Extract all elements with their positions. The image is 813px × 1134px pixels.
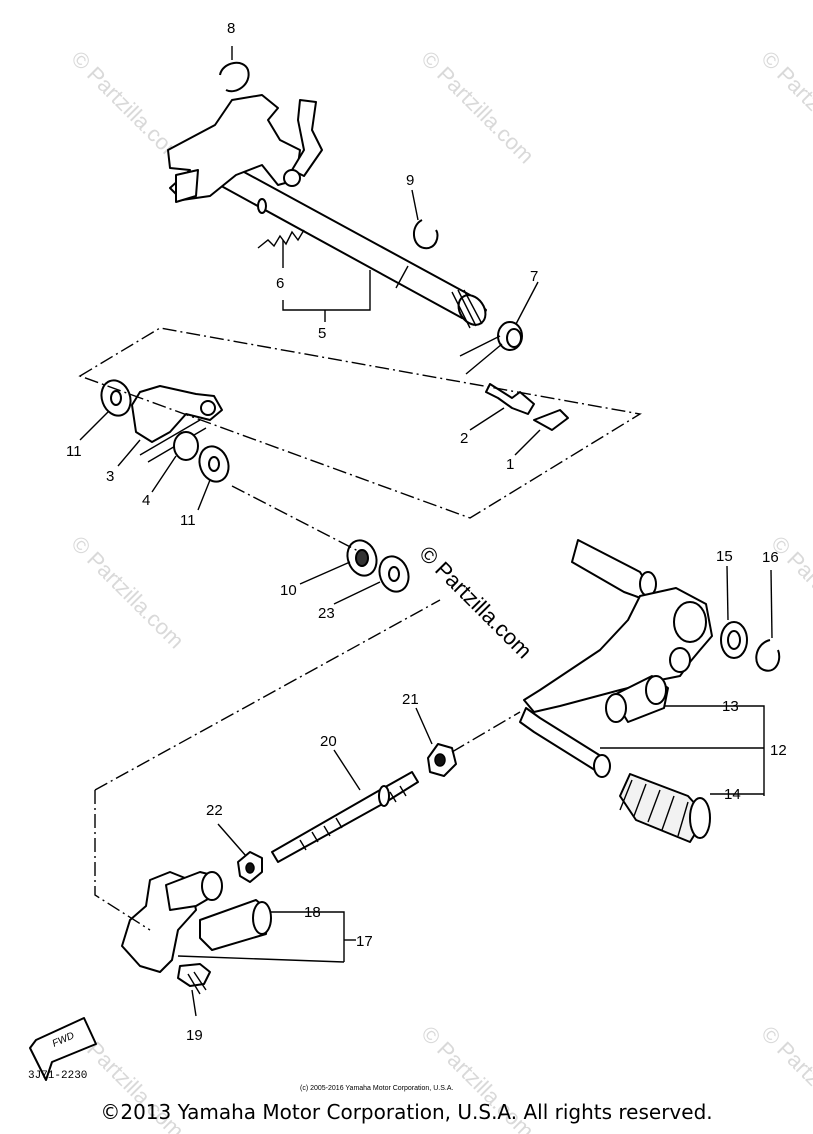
callout-21: 21 (402, 691, 419, 708)
small-copyright: (c) 2005-2016 Yamaha Motor Corporation, … (300, 1085, 453, 1092)
watermark-center: © Partzilla.com (414, 541, 537, 664)
callout-19: 19 (186, 1027, 203, 1044)
callout-10: 10 (280, 582, 297, 599)
callout-9: 9 (406, 172, 414, 189)
washers (346, 539, 410, 593)
callout-11b: 11 (180, 512, 196, 529)
callout-11a: 11 (66, 443, 82, 460)
middle-rocker-assembly (100, 379, 230, 483)
change-pedal-assembly (519, 539, 781, 843)
callout-1: 1 (506, 456, 514, 473)
watermark: © Partzilla.com (416, 46, 539, 169)
callout-5: 5 (318, 325, 326, 342)
callout-22: 22 (206, 802, 223, 819)
callout-12: 12 (770, 742, 787, 759)
reference-code: 3J71-2230 (28, 1070, 87, 1082)
callout-labels: 1 2 3 4 5 6 7 8 9 10 11 11 12 13 14 15 1… (66, 20, 787, 1044)
callout-18: 18 (304, 904, 321, 921)
callout-17: 17 (356, 933, 373, 950)
callout-7: 7 (530, 268, 538, 285)
assembly-outlines (78, 327, 642, 931)
callout-8: 8 (227, 20, 235, 37)
callout-3: 3 (106, 468, 114, 485)
callout-4: 4 (142, 492, 150, 509)
fwd-arrow: FWD (29, 1017, 97, 1081)
copyright-notice: ©2013 Yamaha Motor Corporation, U.S.A. A… (100, 1100, 713, 1124)
watermark: © Partzilla.com (756, 46, 813, 169)
callout-6: 6 (276, 275, 284, 292)
callout-14: 14 (724, 786, 741, 803)
callout-15: 15 (716, 548, 733, 565)
callout-16: 16 (762, 549, 779, 566)
shift-rod-assembly: FWD (29, 743, 457, 1081)
shift-shaft-assembly (167, 61, 569, 431)
callout-23: 23 (318, 605, 335, 622)
callout-13: 13 (722, 698, 739, 715)
leader-lines (79, 46, 773, 1017)
callout-2: 2 (460, 430, 468, 447)
callout-20: 20 (320, 733, 337, 750)
watermark: © Partzilla.com (66, 531, 189, 654)
